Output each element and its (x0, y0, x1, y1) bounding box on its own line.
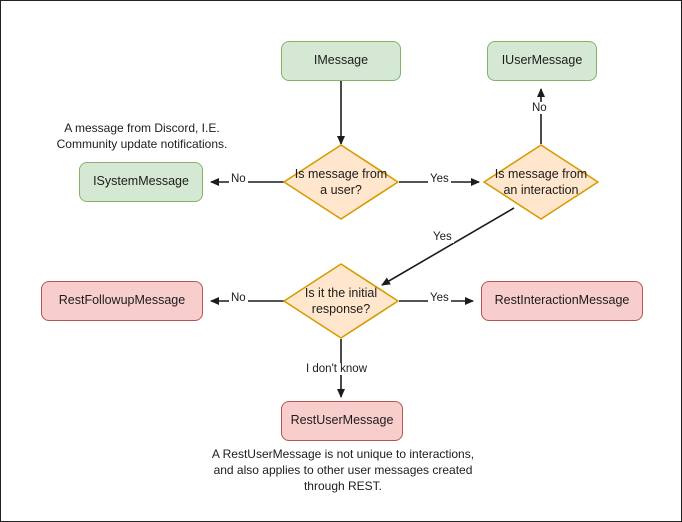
edge-label-initial-no: No (229, 292, 248, 304)
node-isystemmessage-label: ISystemMessage (93, 174, 189, 189)
node-restinteractionmessage-label: RestInteractionMessage (494, 293, 630, 308)
decision-is-initial-response-label: Is it the initial response? (283, 263, 399, 339)
decision-is-message-from-interaction[interactable]: Is message from an interaction (483, 144, 599, 220)
node-restfollowupmessage-label: RestFollowupMessage (58, 293, 186, 308)
edge-label-dont-know: I don't know (304, 363, 370, 375)
decision-is-message-from-interaction-label: Is message from an interaction (483, 144, 599, 220)
diamond-shape (283, 144, 399, 220)
note-rest-user-message: A RestUserMessage is not unique to inter… (211, 447, 475, 494)
decision-line-2: a user? (320, 183, 362, 197)
edge-label-user-no: No (229, 173, 248, 185)
node-imessage-label: IMessage (313, 53, 369, 68)
diamond-shape (483, 144, 599, 220)
node-restusermessage[interactable]: RestUserMessage (281, 401, 403, 441)
node-isystemmessage[interactable]: ISystemMessage (79, 162, 203, 202)
diamond-shape (283, 263, 399, 339)
decision-line-1: Is it the initial (304, 285, 378, 300)
decision-is-message-from-user[interactable]: Is message from a user? (283, 144, 399, 220)
decision-is-message-from-user-label: Is message from a user? (283, 144, 399, 220)
edge-label-initial-yes: Yes (428, 292, 451, 304)
node-iusermessage[interactable]: IUserMessage (487, 41, 597, 81)
decision-line-1: Is message from (494, 166, 588, 181)
node-restinteractionmessage[interactable]: RestInteractionMessage (481, 281, 643, 321)
note-system-message: A message from Discord, I.E. Community u… (56, 121, 228, 152)
node-iusermessage-label: IUserMessage (501, 53, 583, 68)
decision-line-2: an interaction (503, 183, 579, 197)
node-imessage[interactable]: IMessage (281, 41, 401, 81)
decision-line-2: response? (311, 302, 371, 316)
edge-label-interaction-no: No (530, 102, 549, 114)
edge-label-interaction-yes: Yes (431, 231, 454, 243)
node-restfollowupmessage[interactable]: RestFollowupMessage (41, 281, 203, 321)
decision-is-initial-response[interactable]: Is it the initial response? (283, 263, 399, 339)
edge-label-user-yes: Yes (428, 173, 451, 185)
decision-line-1: Is message from (294, 166, 388, 181)
node-restusermessage-label: RestUserMessage (290, 413, 394, 428)
